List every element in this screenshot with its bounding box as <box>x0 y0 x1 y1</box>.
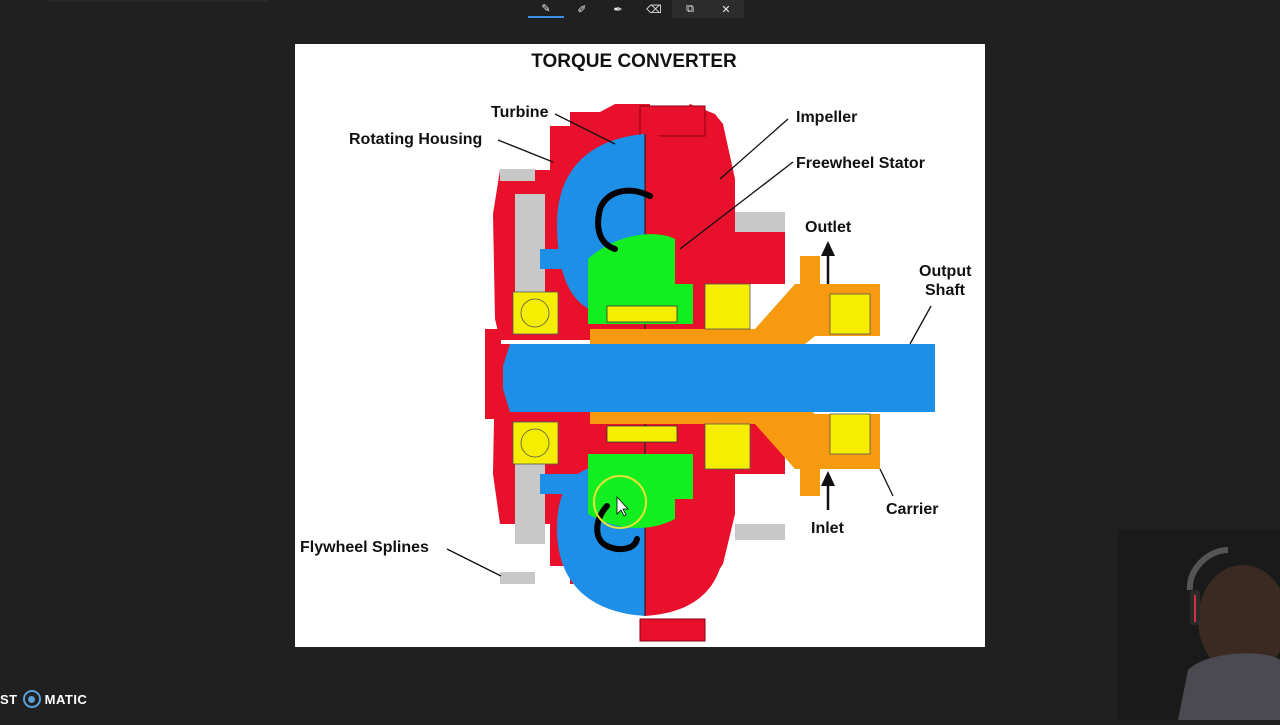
stator-bearing-shape <box>606 305 678 443</box>
label-freewheel-stator: Freewheel Stator <box>796 155 925 172</box>
top-bar-strip <box>48 0 268 2</box>
logo-text-right: MATIC <box>44 691 88 707</box>
output-shaft-shape <box>503 249 935 494</box>
slide-canvas: TORQUE CONVERTER <box>295 44 985 647</box>
cursor-icon <box>616 495 629 517</box>
label-output-shaft-line2: Shaft <box>925 282 966 299</box>
label-output-shaft-line1: Output <box>919 263 972 280</box>
pen-icon[interactable]: ✎ <box>528 0 564 18</box>
close-icon[interactable]: ✕ <box>708 0 744 18</box>
label-inlet: Inlet <box>811 520 845 537</box>
webcam-overlay <box>1118 530 1280 720</box>
label-rotating-housing: Rotating Housing <box>349 131 482 148</box>
arrow-inlet <box>821 471 835 510</box>
logo-ring-icon <box>22 690 41 708</box>
logo-text-left: ST <box>0 691 18 707</box>
bearing-shapes <box>512 283 871 470</box>
copy-icon[interactable]: ⧉ <box>672 0 708 18</box>
label-outlet: Outlet <box>805 219 852 236</box>
diagram-title: TORQUE CONVERTER <box>531 51 737 72</box>
arrow-outlet <box>821 241 835 284</box>
highlighter-icon[interactable]: ✐ <box>577 3 587 16</box>
torque-converter-diagram: TORQUE CONVERTER <box>300 51 972 642</box>
label-impeller: Impeller <box>796 109 857 126</box>
marker-icon[interactable]: ✒ <box>613 3 623 16</box>
label-carrier: Carrier <box>886 501 938 518</box>
carrier-shape <box>590 256 880 496</box>
handdrawn-mark-top <box>595 187 653 252</box>
label-turbine: Turbine <box>491 104 549 121</box>
label-flywheel-splines: Flywheel Splines <box>300 539 429 556</box>
brand-logo: ST MATIC <box>0 688 87 710</box>
annotation-toolbar: ✎ ✐ ✒ ⌫ ⧉ ✕ <box>528 0 750 18</box>
eraser-icon[interactable]: ⌫ <box>646 3 662 16</box>
cursor-highlight-ring <box>593 475 647 529</box>
